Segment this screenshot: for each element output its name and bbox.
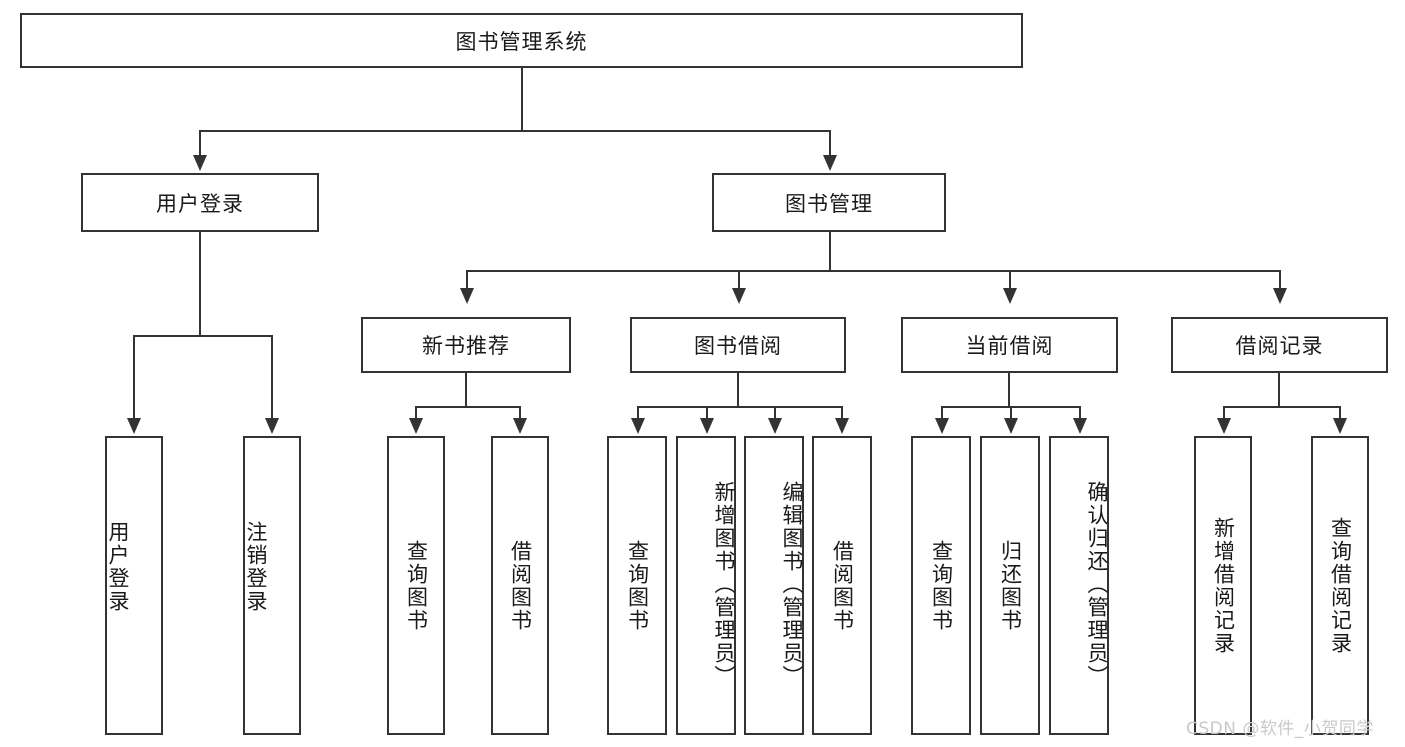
node-label: 当前借阅	[965, 334, 1054, 358]
connector-to-new-book-recommend	[466, 270, 468, 290]
node-label: 图书管理	[785, 191, 873, 216]
leaf-add-book-admin[interactable]: 新增图书（管理员）	[676, 436, 736, 735]
arrow-to-leaf-return-book	[1004, 418, 1018, 434]
connector-to-leaf-add-record	[1223, 406, 1225, 420]
connector-to-borrow-record	[1279, 270, 1281, 290]
connector-book-borrow-stem	[737, 373, 739, 408]
connector-to-leaf-query-book-2	[637, 406, 639, 420]
node-label: 查询图书	[625, 539, 650, 632]
node-label: 确认归还（管理员）	[1085, 481, 1109, 688]
leaf-edit-book-admin[interactable]: 编辑图书（管理员）	[744, 436, 804, 735]
leaf-confirm-return-admin[interactable]: 确认归还（管理员）	[1049, 436, 1109, 735]
leaf-query-book-recommend[interactable]: 查询图书	[387, 436, 445, 735]
arrow-to-leaf-user-login	[127, 418, 141, 434]
connector-to-leaf-query-book-3	[941, 406, 943, 420]
connector-to-leaf-query-book-1	[415, 406, 417, 420]
node-label: 用户登录	[156, 191, 244, 216]
connector-new-book-recommend-bus	[415, 406, 521, 408]
connector-to-leaf-add-book	[706, 406, 708, 420]
node-label: 用户登录	[106, 520, 130, 613]
node-label: 图书管理系统	[455, 29, 588, 54]
arrow-to-leaf-add-book	[700, 418, 714, 434]
arrow-to-user-login	[193, 155, 207, 171]
node-label: 新增借阅记录	[1211, 516, 1236, 655]
connector-user-login-stem	[199, 232, 201, 337]
node-book-management[interactable]: 图书管理	[712, 173, 946, 232]
connector-to-leaf-query-record	[1339, 406, 1341, 420]
connector-current-borrow-stem	[1008, 373, 1010, 408]
node-label: 新增图书（管理员）	[712, 481, 736, 688]
connector-to-leaf-borrow-book-2	[841, 406, 843, 420]
arrow-to-new-book-recommend	[460, 288, 474, 304]
connector-level2-bus	[466, 270, 1280, 272]
connector-to-book-borrow	[738, 270, 740, 290]
node-label: 借阅图书	[830, 539, 855, 632]
leaf-return-book[interactable]: 归还图书	[980, 436, 1040, 735]
connector-to-leaf-confirm-return	[1079, 406, 1081, 420]
leaf-query-borrow-record[interactable]: 查询借阅记录	[1311, 436, 1369, 735]
connector-to-book-management	[829, 130, 831, 157]
connector-to-leaf-return-book	[1010, 406, 1012, 420]
node-label: 新书推荐	[422, 334, 510, 358]
connector-level1-bus	[199, 130, 831, 132]
connector-root-stem	[521, 68, 523, 131]
connector-to-leaf-logout	[271, 335, 273, 420]
connector-user-login-bus	[133, 335, 273, 337]
node-user-login[interactable]: 用户登录	[81, 173, 319, 232]
node-label: 查询图书	[929, 539, 954, 632]
leaf-query-book-current[interactable]: 查询图书	[911, 436, 971, 735]
node-label: 图书借阅	[694, 334, 782, 358]
connector-book-borrow-bus	[637, 406, 843, 408]
node-label: 编辑图书（管理员）	[780, 481, 804, 688]
node-label: 查询借阅记录	[1328, 516, 1353, 655]
arrow-to-leaf-logout	[265, 418, 279, 434]
arrow-to-borrow-record	[1273, 288, 1287, 304]
leaf-logout[interactable]: 注销登录	[243, 436, 301, 735]
leaf-query-book-borrow[interactable]: 查询图书	[607, 436, 667, 735]
arrow-to-leaf-query-book-2	[631, 418, 645, 434]
arrow-to-book-borrow	[732, 288, 746, 304]
leaf-add-borrow-record[interactable]: 新增借阅记录	[1194, 436, 1252, 735]
leaf-borrow-book-borrow[interactable]: 借阅图书	[812, 436, 872, 735]
arrow-to-leaf-borrow-book-1	[513, 418, 527, 434]
leaf-borrow-book-recommend[interactable]: 借阅图书	[491, 436, 549, 735]
arrow-to-leaf-query-book-1	[409, 418, 423, 434]
connector-new-book-recommend-stem	[465, 373, 467, 408]
connector-to-user-login	[199, 130, 201, 157]
node-label: 查询图书	[404, 539, 429, 632]
node-label: 注销登录	[244, 520, 268, 613]
connector-to-leaf-user-login	[133, 335, 135, 420]
arrow-to-leaf-query-record	[1333, 418, 1347, 434]
node-current-borrow[interactable]: 当前借阅	[901, 317, 1118, 373]
connector-to-leaf-edit-book	[774, 406, 776, 420]
connector-to-leaf-borrow-book-1	[519, 406, 521, 420]
node-root-library-system[interactable]: 图书管理系统	[20, 13, 1023, 68]
arrow-to-leaf-confirm-return	[1073, 418, 1087, 434]
csdn-watermark: CSDN @软件_小贺同学	[1186, 719, 1374, 739]
node-label: 归还图书	[998, 539, 1023, 632]
connector-borrow-record-stem	[1278, 373, 1280, 408]
arrow-to-book-management	[823, 155, 837, 171]
arrow-to-leaf-query-book-3	[935, 418, 949, 434]
arrow-to-leaf-borrow-book-2	[835, 418, 849, 434]
arrow-to-leaf-add-record	[1217, 418, 1231, 434]
connector-book-management-stem	[829, 232, 831, 272]
connector-to-current-borrow	[1009, 270, 1011, 290]
leaf-user-login[interactable]: 用户登录	[105, 436, 163, 735]
connector-borrow-record-bus	[1223, 406, 1341, 408]
node-label: 借阅图书	[508, 539, 533, 632]
arrow-to-leaf-edit-book	[768, 418, 782, 434]
node-label: 借阅记录	[1235, 334, 1324, 358]
node-book-borrow[interactable]: 图书借阅	[630, 317, 846, 373]
arrow-to-current-borrow	[1003, 288, 1017, 304]
node-new-book-recommend[interactable]: 新书推荐	[361, 317, 571, 373]
node-borrow-record[interactable]: 借阅记录	[1171, 317, 1388, 373]
